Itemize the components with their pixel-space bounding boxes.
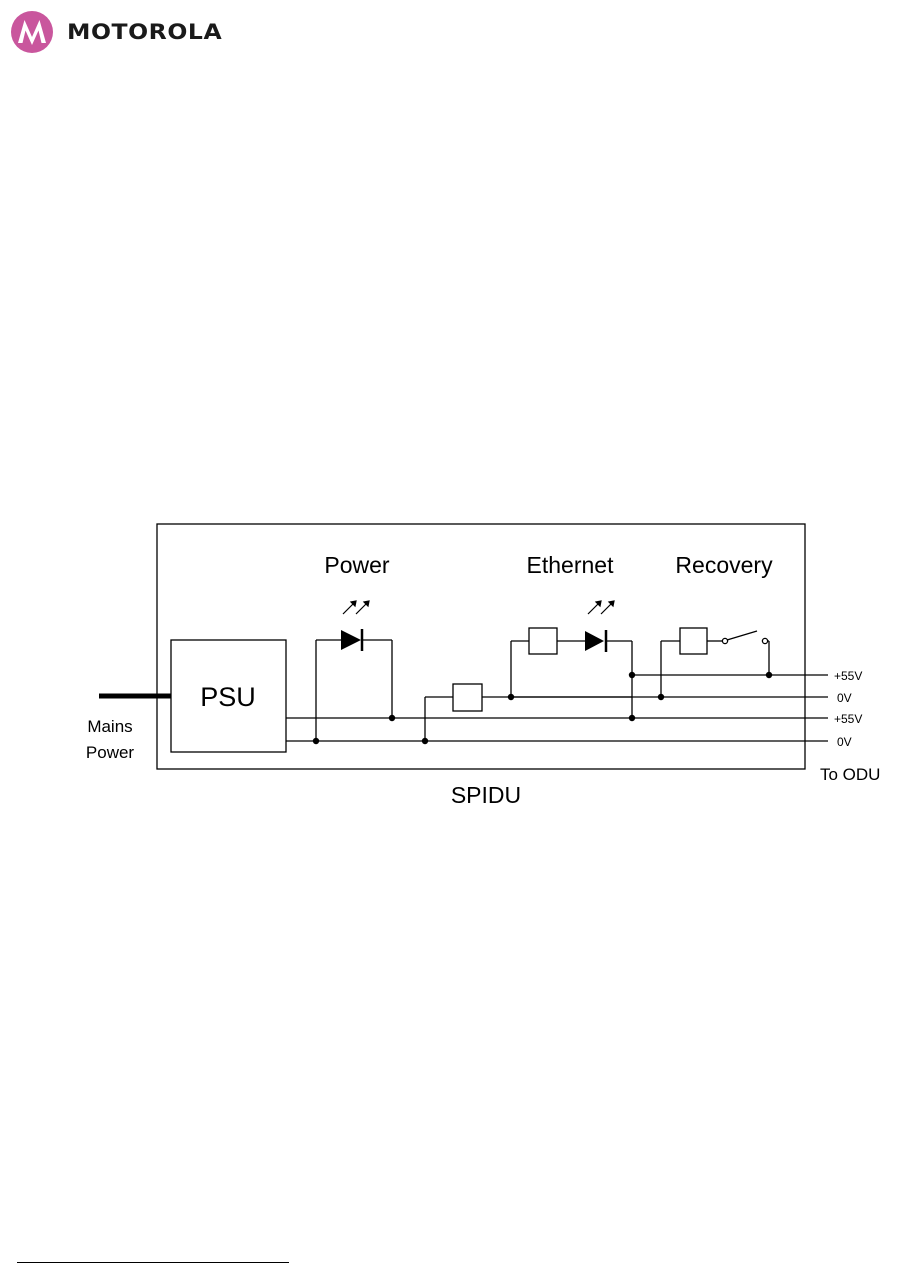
recovery-switch-contact-left bbox=[722, 638, 727, 643]
recovery-switch-contact-right bbox=[762, 638, 767, 643]
ethernet-led-diode bbox=[585, 630, 606, 652]
rail-label-4: 0V bbox=[837, 735, 852, 749]
ethernet-led-label: Ethernet bbox=[527, 552, 615, 578]
recovery-block bbox=[680, 628, 707, 654]
junction-dots bbox=[313, 672, 772, 744]
power-led-light-icon bbox=[343, 601, 369, 614]
ethernet-led-block bbox=[529, 628, 557, 654]
footnote-separator bbox=[17, 1262, 289, 1263]
recovery-switch-lever bbox=[727, 631, 757, 640]
power-led-diode bbox=[341, 629, 362, 651]
ethernet-transformer-block bbox=[453, 684, 482, 711]
recovery-label: Recovery bbox=[675, 552, 773, 578]
rail-label-2: 0V bbox=[837, 691, 852, 705]
brand-name: MOTOROLA bbox=[67, 20, 222, 44]
psu-label: PSU bbox=[200, 682, 256, 712]
mains-label-line1: Mains bbox=[87, 717, 132, 736]
ethernet-led-light-icon bbox=[588, 601, 614, 614]
rail-label-3: +55V bbox=[834, 712, 862, 726]
spidu-label: SPIDU bbox=[451, 782, 521, 808]
power-led-label: Power bbox=[324, 552, 390, 578]
rail-label-1: +55V bbox=[834, 669, 862, 683]
motorola-logo-icon bbox=[10, 10, 54, 54]
spidu-circuit-diagram: PSU Power Ethernet Recovery Mains Power … bbox=[0, 510, 911, 810]
header: MOTOROLA bbox=[10, 10, 206, 54]
to-odu-label: To ODU bbox=[820, 765, 880, 784]
mains-label-line2: Power bbox=[86, 743, 135, 762]
